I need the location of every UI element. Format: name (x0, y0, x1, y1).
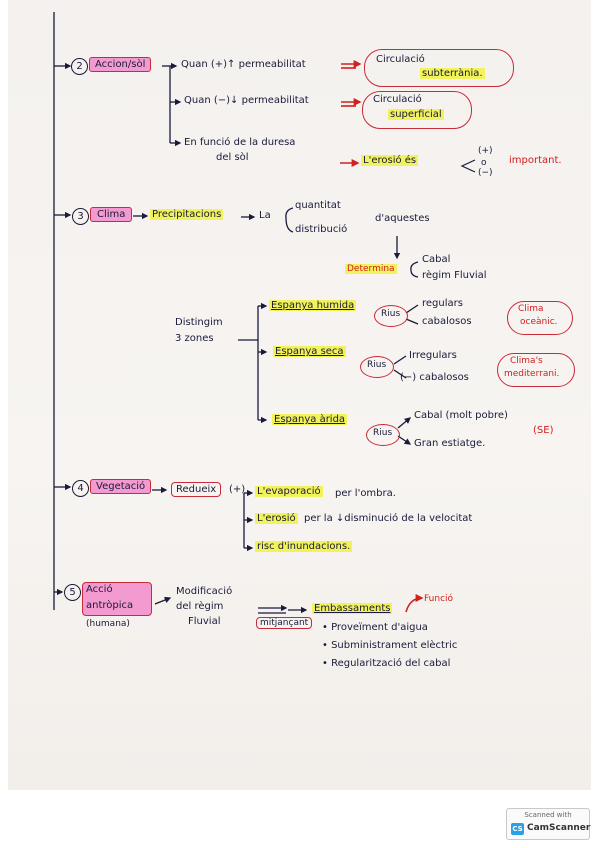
fluvial-regime-label: règim Fluvial (422, 270, 487, 281)
distinguish-line-1: Distingim (175, 317, 223, 328)
permeability-high-label: Quan (+)↑ permeabilitat (181, 59, 306, 70)
section-number-5: 5 (64, 584, 81, 601)
cloud-clima-mediterrani (497, 353, 575, 387)
zone-arid-southeast: (SE) (533, 425, 554, 436)
notebook-page (8, 0, 591, 790)
section-title-clima: Clima (90, 207, 133, 222)
erosion-less: (−) (478, 168, 493, 178)
section-number-3: 3 (72, 208, 89, 225)
erosion-more: (+) (478, 146, 493, 156)
zone-humid: Espanya humida (269, 300, 357, 311)
function-flow-regulation: • Regularització del cabal (322, 658, 451, 669)
reduces-box: Redueix (171, 482, 222, 497)
camscanner-logo-icon: CS (511, 823, 524, 835)
scanned-with-label: Scanned with (524, 811, 572, 819)
circulation-surface-2: superficial (388, 109, 444, 120)
camscanner-badge: Scanned with CS CamScanner (506, 808, 590, 840)
human-label: (humana) (86, 619, 130, 629)
zone-humid-regular: regulars (422, 298, 463, 309)
oval-rius-3 (366, 424, 400, 446)
section-title-vegetacio: Vegetació (90, 479, 152, 494)
zone-arid-rivers: Rius (373, 428, 393, 438)
distinguish-line-2: 3 zones (175, 333, 214, 344)
section-title-accio-sol: Accion/sòl (89, 57, 152, 72)
cloud-clima-oceanic (507, 301, 573, 335)
erosion-label: L'erosió és (361, 155, 419, 166)
evaporation-rest: per l'ombra. (335, 488, 396, 499)
cloud-circulacio-superficial (362, 91, 472, 129)
erosion-reduction-label: L'erosió (255, 513, 298, 524)
erosion-reduction-rest: per la ↓disminució de la velocitat (304, 513, 473, 524)
camscanner-label: CamScanner (527, 823, 591, 833)
reservoirs-label: Embassaments (312, 603, 393, 614)
of-these-label: d'aquestes (375, 213, 430, 224)
reduces-plus: (+) (229, 484, 246, 495)
oval-rius-2 (360, 356, 394, 378)
erosion-or: o (481, 158, 487, 168)
function-water-supply: • Proveïment d'aigua (322, 622, 428, 633)
circulation-underground-1: Circulació (376, 54, 425, 65)
climate-mediterranean-1: Clima's (510, 356, 543, 366)
modification-line-1: Modificació (176, 586, 233, 597)
section-title-accio: Acció (86, 584, 113, 595)
distribution-label: distribució (295, 224, 348, 235)
climate-oceanic-2: oceànic. (520, 317, 558, 327)
evaporation-label: L'evaporació (255, 486, 323, 497)
function-electricity: • Subministrament elèctric (322, 640, 458, 651)
erosion-important: important. (509, 155, 562, 166)
zone-dry-less-abundant: (−) cabalosos (400, 372, 469, 383)
zone-arid: Espanya àrida (272, 414, 348, 425)
zone-dry: Espanya seca (273, 346, 346, 357)
precipitation-label: Precipitacions (150, 209, 224, 220)
oval-rius-1 (374, 305, 408, 327)
circulation-surface-1: Circulació (373, 94, 422, 105)
zone-arid-poor-flow: Cabal (molt pobre) (414, 410, 508, 421)
through-label: mitjançant (256, 617, 313, 629)
zone-arid-low-water: Gran estiatge. (414, 438, 486, 449)
determines-label: Determina (345, 264, 397, 274)
zone-dry-irregular: Irregulars (409, 350, 457, 361)
hardness-line-1: En funció de la duresa (184, 137, 296, 148)
cloud-circulacio-subterrania (364, 49, 514, 87)
quantity-label: quantitat (295, 200, 341, 211)
climate-oceanic-1: Clima (518, 304, 544, 314)
zone-dry-rivers: Rius (367, 360, 387, 370)
function-label: Funció (424, 594, 454, 604)
cabal-label: Cabal (422, 254, 451, 265)
section-number-4: 4 (72, 480, 89, 497)
hardness-line-2: del sòl (216, 152, 249, 163)
permeability-low-label: Quan (−)↓ permeabilitat (184, 95, 309, 106)
circulation-underground-2: subterrània. (420, 68, 485, 79)
flood-risk-label: risc d'inundacions. (255, 541, 353, 552)
modification-line-2: del règim (176, 601, 224, 612)
section-number-2: 2 (71, 58, 88, 75)
anthropic-box (82, 582, 152, 616)
climate-mediterranean-2: mediterrani. (504, 369, 560, 379)
modification-line-3: Fluvial (188, 616, 221, 627)
zone-humid-abundant: cabalosos (422, 316, 472, 327)
la-label: La (259, 210, 271, 221)
zone-humid-rivers: Rius (381, 309, 401, 319)
section-title-antropica: antròpica (86, 600, 134, 611)
